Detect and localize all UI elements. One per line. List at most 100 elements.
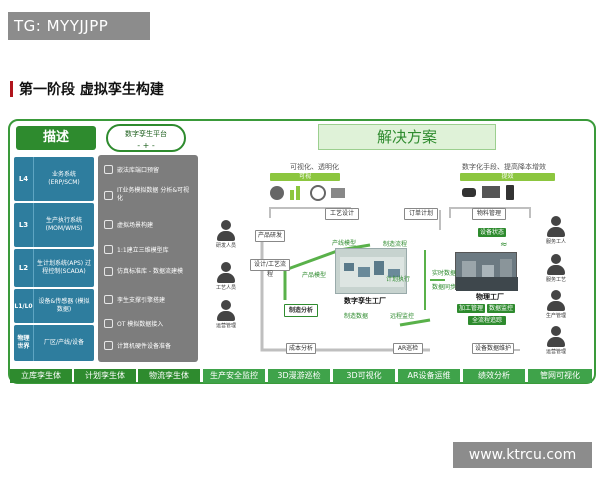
visual-bar: 可视 xyxy=(270,173,340,181)
monitor-icon xyxy=(482,186,500,198)
layer-row: L3 生产执行系统 (MOM/WMS) xyxy=(14,203,94,247)
tag-monitor: 数据监控 xyxy=(487,304,515,313)
wifi-icon: ≈ xyxy=(500,240,508,250)
platform-pill: 数字孪生平台 - + - xyxy=(106,124,186,152)
model-icon xyxy=(104,245,113,254)
layer-key: L4 xyxy=(14,157,34,201)
factory-scene-icon xyxy=(340,257,404,287)
tag-trace: 全流程追踪 xyxy=(468,316,506,325)
function-column xyxy=(98,155,198,362)
ring-icon xyxy=(310,185,326,201)
physical-factory-image xyxy=(455,252,518,291)
person-label: 研发人员 xyxy=(216,243,237,249)
box-cost-control: 成本分析 xyxy=(286,343,316,354)
watermark-bottom-right: www.ktrcu.com xyxy=(453,442,592,468)
factory-photo-icon xyxy=(456,259,518,291)
label-remote-monitor: 远程监控 xyxy=(390,313,415,320)
person-icon xyxy=(551,216,561,226)
platform-symbol: - + - xyxy=(137,141,155,150)
tag-device-status: 设备状态 xyxy=(478,228,506,237)
function-item: OT 模拟数据接入 xyxy=(104,319,163,328)
function-item: 1:1建立三维模型库 xyxy=(104,245,169,254)
layer-text: 厂区/产线/设备 xyxy=(43,339,85,346)
layer-row: 物理世界 厂区/产线/设备 xyxy=(14,325,94,361)
library-icon xyxy=(104,267,113,276)
label-product-model: 产品模型 xyxy=(302,272,327,279)
analytics-icon xyxy=(104,190,113,200)
digital-bar: 提效 xyxy=(460,173,555,181)
tab-safety-monitor[interactable]: 生产安全监控 xyxy=(203,369,265,383)
person-rd: 研发人员 xyxy=(216,220,236,249)
function-label: 仿真标准库 - 数据流建模 xyxy=(117,267,183,275)
page-title: 第一阶段 虚拟孪生构建 xyxy=(19,82,164,98)
tab-performance[interactable]: 绩效分析 xyxy=(463,369,525,383)
layer-row: L1/L0 设备&传感器 (模拟数据) xyxy=(14,289,94,323)
label-mfg-process: 制造流程 xyxy=(383,241,408,248)
box-material-mgmt: 物料管理 xyxy=(472,208,506,220)
tab-3d-visual[interactable]: 3D可视化 xyxy=(333,369,395,383)
title-accent-bar xyxy=(10,81,13,97)
tab-warehouse-twin[interactable]: 立库孪生体 xyxy=(10,369,72,383)
layer-key: L3 xyxy=(14,203,34,247)
visual-icons xyxy=(270,185,345,201)
bar-icon xyxy=(290,190,294,200)
bar-icon xyxy=(296,186,300,200)
person-operations: 运营管理 xyxy=(546,326,566,355)
function-item: 仿真标准库 - 数据流建模 xyxy=(104,267,191,276)
function-label: IT业务模拟数据 分析&可视化 xyxy=(117,187,190,202)
function-label: 嵌法库端口预留 xyxy=(117,167,160,174)
box-device-maint: 设备数据维护 xyxy=(472,343,514,354)
function-label: OT 模拟数据接入 xyxy=(117,321,164,328)
label-plan-exec: 计划执行 xyxy=(386,276,411,283)
tab-ar-maint[interactable]: AR设备运维 xyxy=(398,369,460,383)
box-craft-design: 工艺设计 xyxy=(325,208,359,220)
person-label: 运营管理 xyxy=(216,323,237,329)
description-header: 描述 xyxy=(16,126,96,150)
tab-pipe-visual[interactable]: 管网可视化 xyxy=(528,369,592,383)
tag-process: 加工管理 xyxy=(457,304,485,313)
pie-icon xyxy=(270,186,284,200)
box-mfg-analysis: 制造分析 xyxy=(284,304,318,317)
label-data-sync: 数据同步 xyxy=(432,284,457,291)
watermark-top-left: TG: MYYJJPP xyxy=(8,12,150,40)
person-icon xyxy=(221,220,231,230)
label-process-model: 产线模型 xyxy=(332,240,357,247)
physical-factory-label: 物理工厂 xyxy=(476,293,504,301)
function-label: 孪生支撑引擎搭建 xyxy=(117,297,166,304)
tab-3d-roaming[interactable]: 3D漫游巡检 xyxy=(268,369,330,383)
function-item: 嵌法库端口预留 xyxy=(104,165,159,174)
person-icon xyxy=(551,254,561,264)
layer-key: L2 xyxy=(14,249,34,287)
person-icon xyxy=(221,262,231,272)
box-ar-inspect: AR巡检 xyxy=(393,343,423,354)
tab-logistics-twin[interactable]: 物流孪生体 xyxy=(138,369,200,383)
layer-text: 业务系统 (ERP/SCM) xyxy=(48,171,80,186)
layer-key: L1/L0 xyxy=(14,289,34,323)
layer-text: 生计划系统(APS) 过程控制(SCADA) xyxy=(36,260,92,275)
person-label: 运营管理 xyxy=(546,349,567,355)
data-icon xyxy=(104,319,113,328)
digital-header: 数字化手段、提高降本增效 xyxy=(462,163,546,171)
person-icon xyxy=(551,326,561,336)
port-icon xyxy=(104,165,113,174)
center-factory-label: 数字孪生工厂 xyxy=(344,297,386,305)
tab-plan-twin[interactable]: 计划孪生体 xyxy=(74,369,136,383)
function-item: 虚拟场景构建 xyxy=(104,220,153,229)
digital-factory-image xyxy=(335,248,407,294)
visual-header: 可视化、透明化 xyxy=(290,163,339,171)
person-label: 生产管理 xyxy=(546,313,567,319)
person-service-craft: 服务工艺 xyxy=(546,254,566,283)
phone-icon xyxy=(506,185,514,200)
person-icon xyxy=(221,300,231,310)
device-icons xyxy=(462,185,514,200)
engine-icon xyxy=(104,295,113,304)
function-label: 计算机硬件设备准备 xyxy=(117,343,172,350)
person-icon xyxy=(551,290,561,300)
label-mfg-data: 制造数据 xyxy=(344,313,369,320)
layer-row: L4 业务系统 (ERP/SCM) xyxy=(14,157,94,201)
platform-label: 数字孪生平台 xyxy=(125,130,167,138)
vr-headset-icon xyxy=(462,188,476,197)
function-item: 孪生支撑引擎搭建 xyxy=(104,295,165,304)
function-label: 1:1建立三维模型库 xyxy=(117,247,169,254)
person-process: 工艺人员 xyxy=(216,262,236,291)
